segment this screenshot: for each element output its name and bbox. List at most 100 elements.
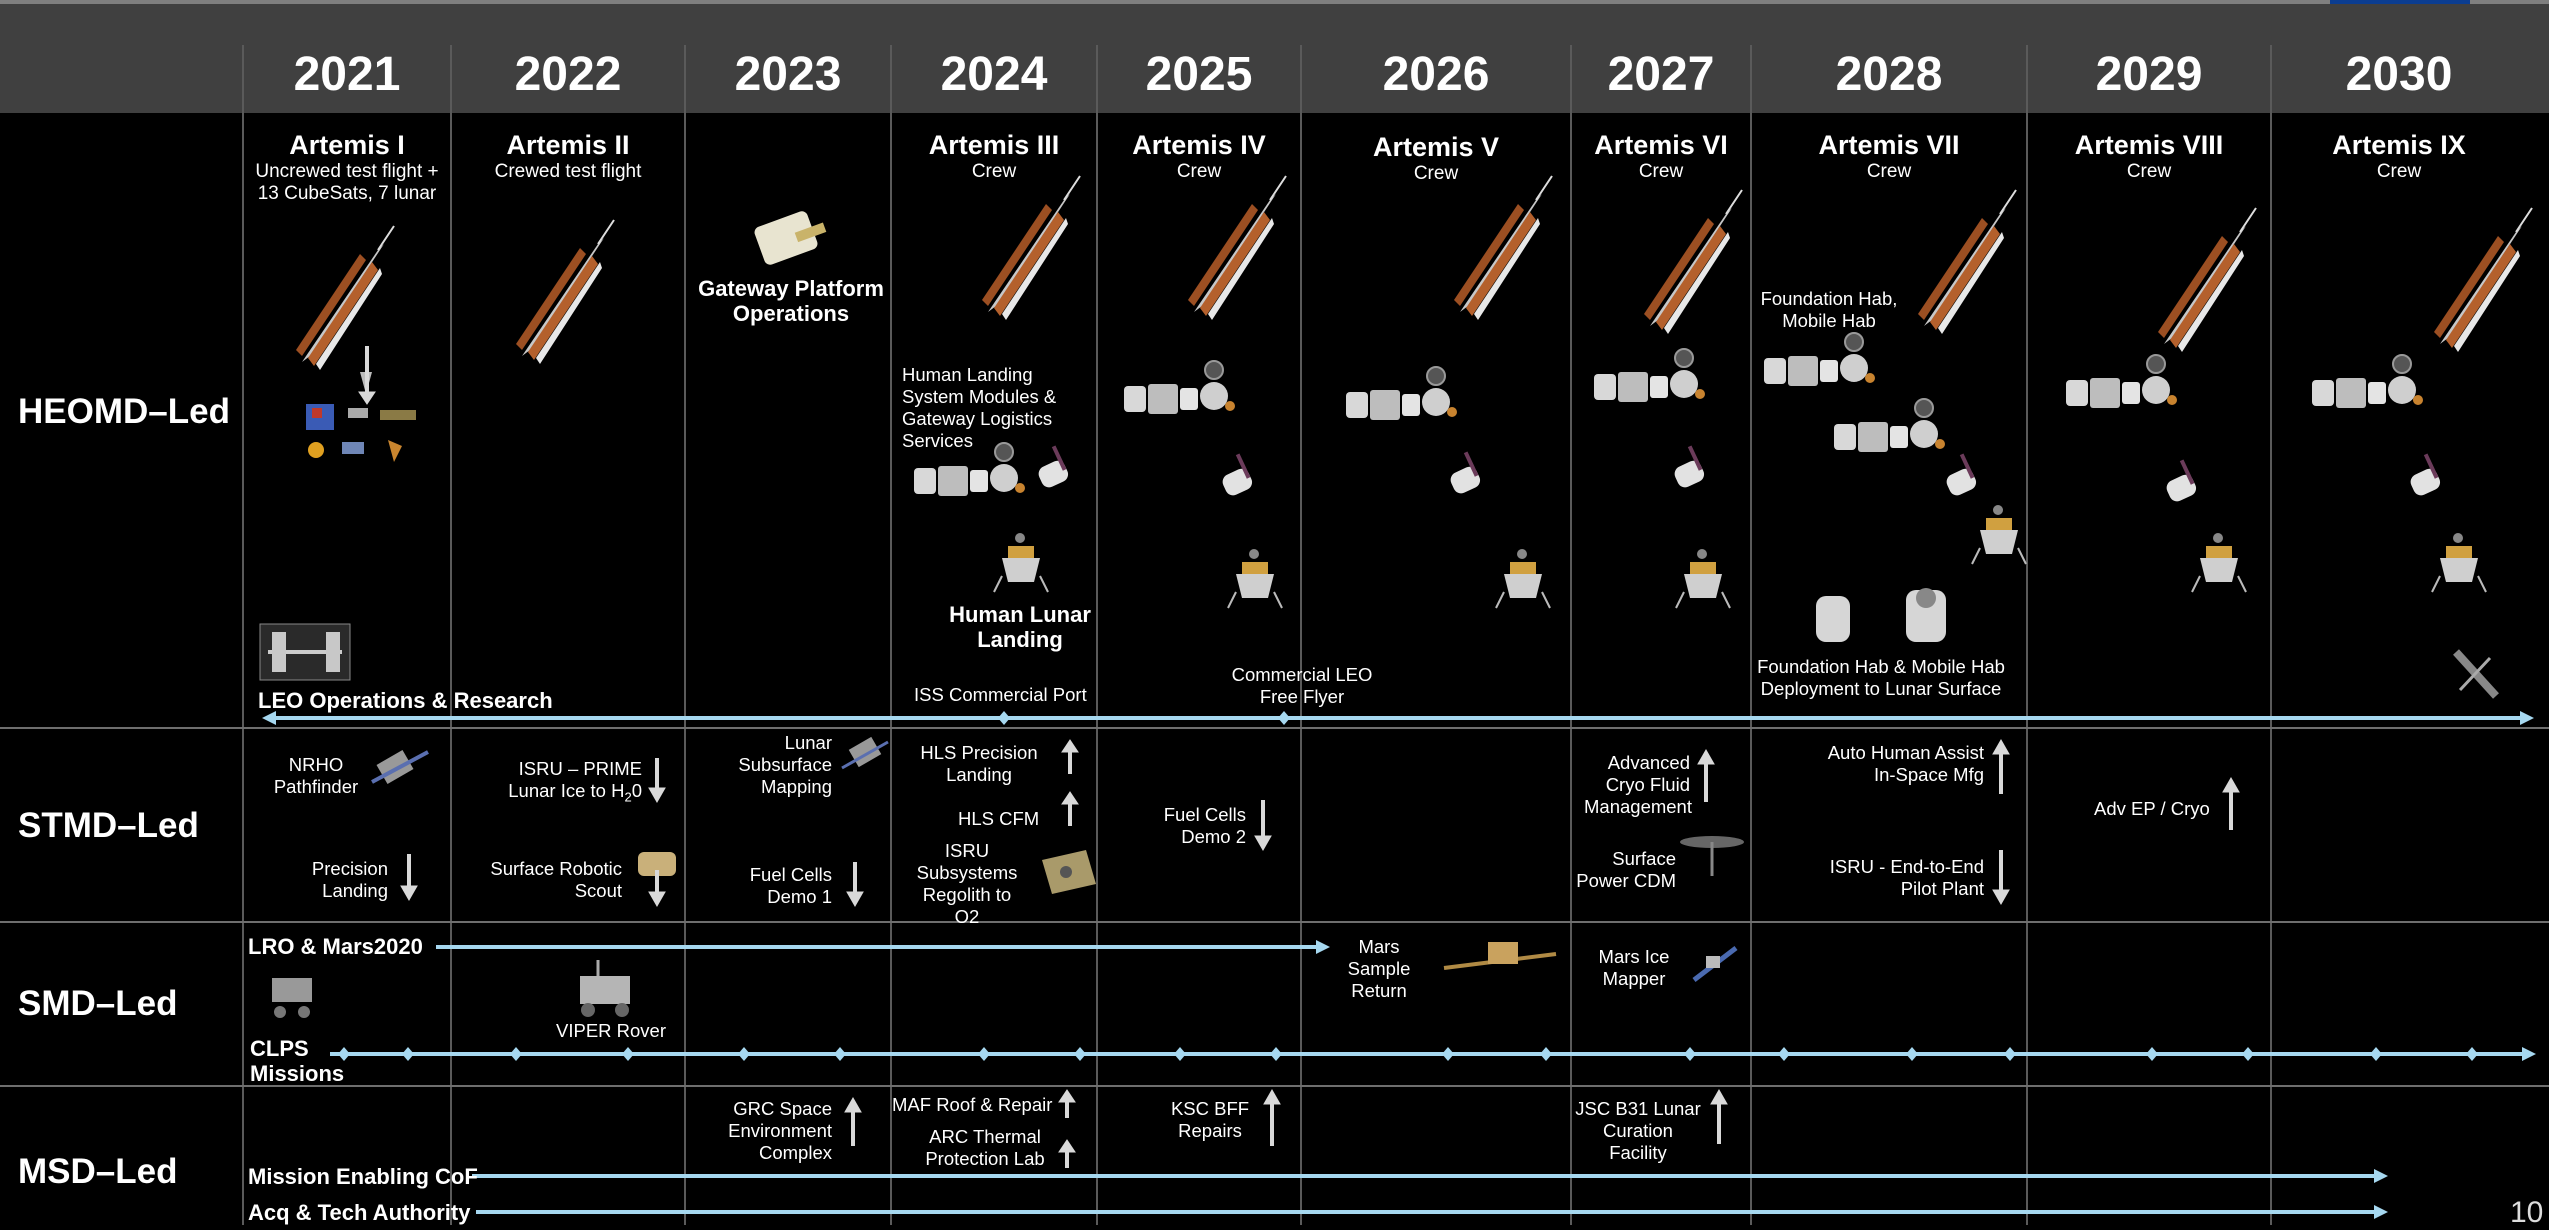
grc-complex-label: GRC Space Environment Complex [728,1098,832,1163]
year-2025: 2025 [1145,48,1253,101]
lunar-subsurface-label: Lunar Subsurface Mapping [738,732,832,797]
row-divider [0,921,2549,923]
mission-artemis-4: Artemis IV Crew [1098,130,1300,183]
acq-tech-authority-timeline [476,1205,2388,1219]
row-label-smd: SMD–Led [18,984,178,1023]
jsc-b31-label: JSC B31 Lunar Curation Facility [1575,1098,1701,1163]
row-divider [0,727,2549,729]
mars-sample-return-label: Mars Sample Return [1347,936,1411,1001]
isru-prime-line1: ISRU – PRIME [518,758,642,779]
column-divider [2026,45,2028,1225]
lunar-lander-icon [1675,548,1731,609]
mars-sample-return-icon [1443,942,1557,970]
fuel-cells-demo-1-label: Fuel Cells Demo 1 [749,864,832,907]
mission-enabling-cof-timeline [472,1169,2388,1183]
row-label-msd: MSD–Led [18,1152,178,1191]
mission-artemis-7: Artemis VII Crew [1752,130,2026,183]
mars-ice-mapper-icon [1692,946,1738,982]
clps-missions-label: CLPS Missions [250,1036,345,1086]
sls-rocket-icon [1643,189,1743,335]
milestone-arrows [358,346,2240,1168]
sls-rocket-icon [1917,189,2017,335]
lro-mars2020-label: LRO & Mars2020 [248,934,423,959]
hls-cfm-label: HLS CFM [958,808,1040,829]
iss-commercial-port-label: ISS Commercial Port [914,684,1087,705]
lunar-lander-icon [1971,504,2027,565]
year-2022: 2022 [514,48,622,101]
year-2030: 2030 [2345,48,2453,101]
mission-title: Artemis IV [1132,130,1266,160]
isru-lander-icon [1042,850,1096,894]
mission-title: Artemis VI [1594,130,1728,160]
mission-artemis-1: Artemis I Uncrewed test flight + 13 Cube… [244,130,450,205]
mission-subtitle: Crew [1638,161,1684,182]
foundation-deploy-label: Foundation Hab & Mobile Hab Deployment t… [1757,656,2005,699]
mission-artemis-6: Artemis VI Crew [1572,130,1750,183]
mission-title: Artemis III [928,130,1060,160]
lunar-subsurface-icon [841,736,889,770]
gateway-modules-icon [1593,348,1706,403]
sls-rocket-icon [2157,207,2257,353]
lunar-lander-icon [2431,532,2487,593]
arc-thermal-label: ARC Thermal Protection Lab [925,1126,1045,1169]
isru-end-to-end-label: ISRU - End-to-End Pilot Plant [1829,856,1984,899]
cubesats-icon [306,372,416,462]
advanced-cryo-label: Advanced Cryo Fluid Management [1584,752,1692,817]
sls-rocket-icon [2433,207,2533,353]
lunar-lander-icon [1227,548,1283,609]
column-divider [1570,45,1572,1225]
mission-artemis-9: Artemis IX Crew [2272,130,2526,183]
gateway-operations-label: Gateway Platform Operations [698,276,884,326]
gateway-modules-icon [1833,398,1946,453]
mission-title: Artemis V [1372,132,1500,162]
isru-prime-label: ISRU – PRIME Lunar Ice to H20 [482,758,642,809]
column-divider [1750,45,1752,1225]
viper-rover-icon [580,960,630,1017]
gateway-modules-icon [2065,354,2178,409]
nrho-pathfinder-label: NRHO Pathfinder [273,754,359,797]
sls-rocket-icon [1187,175,1287,321]
row-label-stmd: STMD–Led [18,806,199,845]
mission-subtitle: Uncrewed test flight + [255,161,439,182]
acq-tech-authority-label: Acq & Tech Authority [248,1200,471,1225]
year-2028: 2028 [1835,48,1943,101]
surface-power-label: Surface Power CDM [1576,848,1676,891]
mission-artemis-5: Artemis V Crew [1302,132,1570,185]
mission-artemis-2: Artemis II Crewed test flight [452,130,684,183]
iss-icon [259,623,351,681]
lunar-ice-text: Lunar Ice to H [508,780,625,801]
row-divider [0,1085,2549,1087]
clps-timeline [330,1047,2536,1061]
logistics-cargo-icon [2408,453,2443,498]
lunar-ice-subscript: 2 [624,789,632,805]
fuel-cells-demo-2-label: Fuel Cells Demo 2 [1163,804,1246,847]
adv-ep-cryo-label: Adv EP / Cryo [2094,798,2210,819]
lunar-lander-icon [993,532,1049,593]
mission-title: Artemis VII [1818,130,1960,160]
precision-landing-label: Precision Landing [311,858,388,901]
hls-precision-landing-label: HLS Precision Landing [920,742,1038,785]
year-2024: 2024 [940,48,1048,101]
column-divider [684,45,686,1225]
nrho-pathfinder-icon [371,749,429,785]
year-2029: 2029 [2095,48,2203,101]
mission-subtitle: Crew [2376,161,2422,182]
surface-habs-icon [1816,588,1946,642]
logistics-cargo-icon [2164,459,2199,504]
mission-subtitle: Crew [971,161,1017,182]
gateway-modules-icon [1123,360,1236,415]
gateway-modules-icon [2311,354,2424,409]
sls-rocket-icon [1453,175,1553,321]
sls-rocket-icon [981,175,1081,321]
lro-mars2020-timeline [436,940,1330,954]
column-divider [890,45,892,1225]
logistics-cargo-icon [1448,451,1483,496]
year-2026: 2026 [1382,48,1490,101]
surface-power-icon [1680,836,1744,876]
mission-subtitle: Crew [1866,161,1912,182]
foundation-hab-label: Foundation Hab, Mobile Hab [1760,288,1898,331]
column-divider [1300,45,1302,1225]
isru-subsystems-label: ISRU Subsystems Regolith to O2 [916,840,1018,927]
mission-title: Artemis II [506,130,630,160]
